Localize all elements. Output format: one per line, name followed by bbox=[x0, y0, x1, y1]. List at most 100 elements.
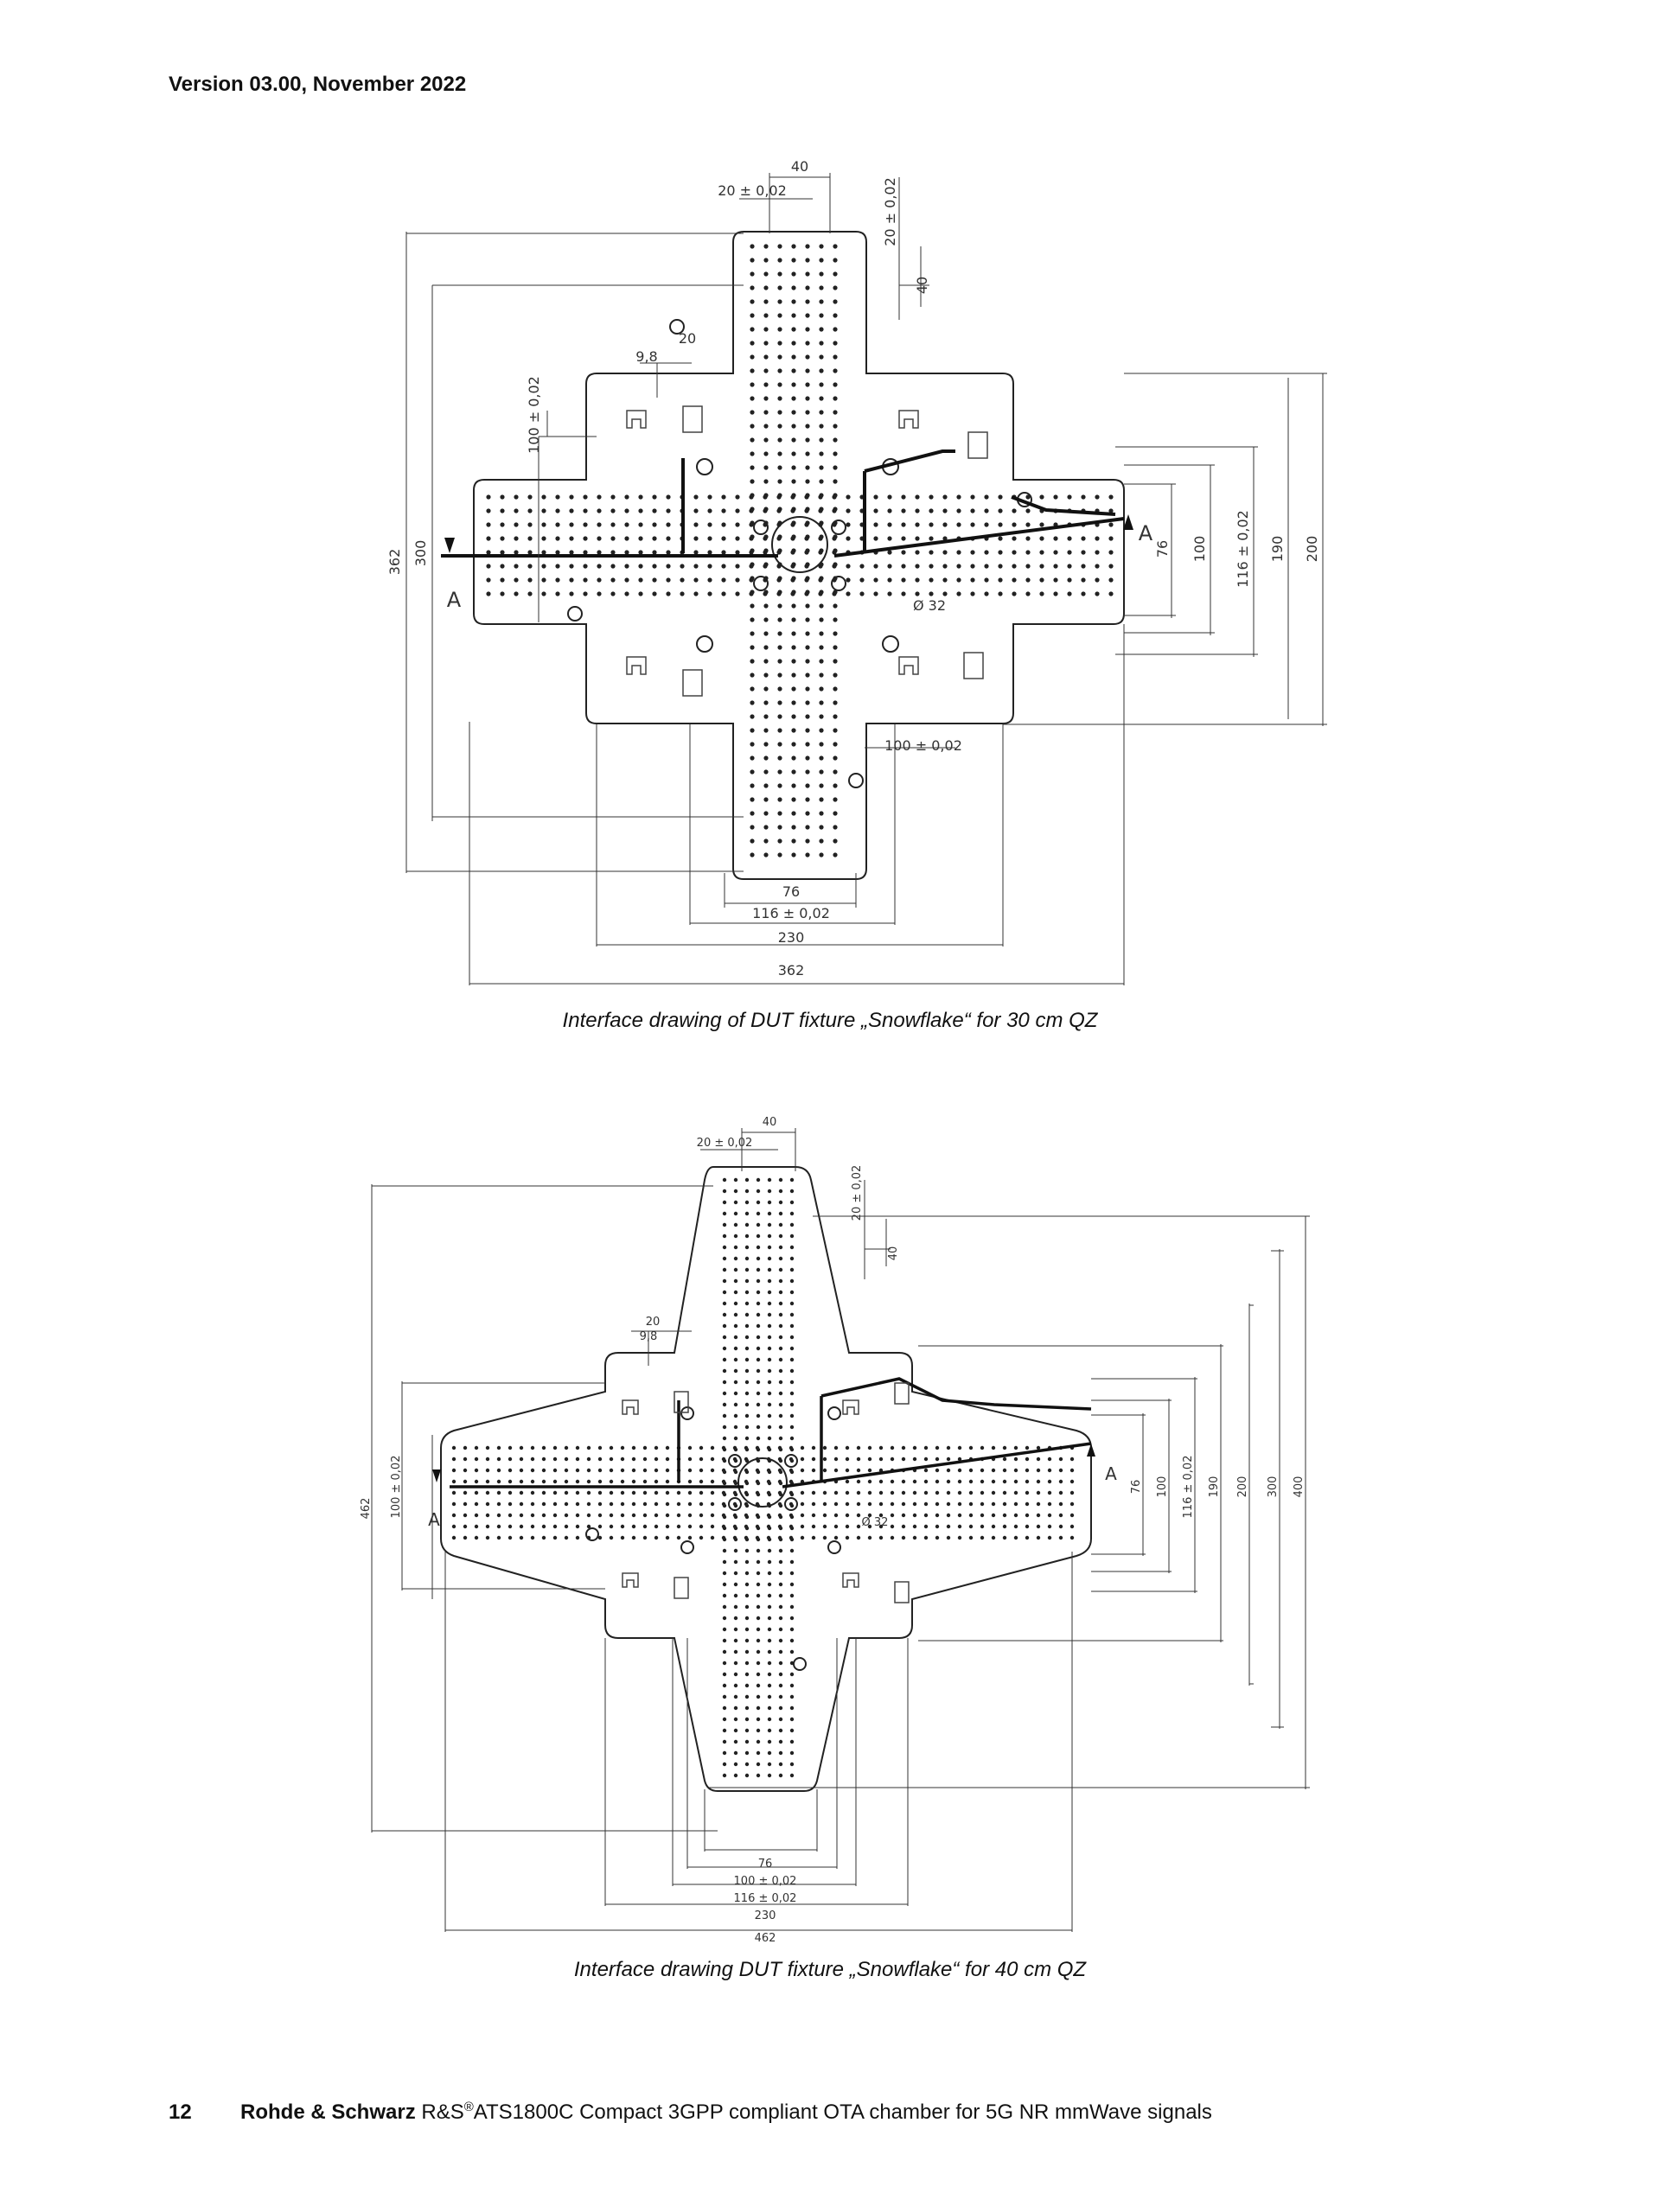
fixture-hole bbox=[519, 1535, 524, 1540]
fixture-hole bbox=[583, 564, 588, 569]
fixture-hole bbox=[789, 1649, 795, 1654]
fixture-hole bbox=[763, 825, 769, 830]
fixture-hole bbox=[555, 564, 560, 569]
fixture-hole bbox=[819, 769, 824, 775]
fixture-hole bbox=[756, 1312, 761, 1317]
fixture-hole bbox=[777, 714, 782, 719]
fixture-hole bbox=[791, 769, 796, 775]
page-number: 12 bbox=[169, 2100, 192, 2124]
fixture-hole bbox=[722, 1335, 727, 1340]
fixture-hole bbox=[451, 1468, 456, 1473]
fixture-hole bbox=[500, 591, 505, 596]
fixture-hole bbox=[763, 382, 769, 387]
fixture-hole bbox=[666, 508, 671, 513]
fixture-hole bbox=[620, 1468, 625, 1473]
fixture-hole bbox=[833, 327, 838, 332]
fixture-hole bbox=[778, 1728, 783, 1733]
fixture-hole bbox=[597, 1445, 603, 1450]
fixture-hole bbox=[1036, 1513, 1041, 1518]
fixture-hole bbox=[929, 536, 934, 541]
fixture-hole bbox=[750, 811, 755, 816]
fixture-hole bbox=[609, 1524, 614, 1529]
fixture-hole bbox=[586, 1445, 591, 1450]
fixture-hole bbox=[819, 686, 824, 692]
fixture-hole bbox=[620, 1445, 625, 1450]
fixture-hole bbox=[767, 1335, 772, 1340]
fixture-hole bbox=[530, 1490, 535, 1495]
dim-right-116-40cm: 116 ± 0,02 bbox=[1182, 1456, 1195, 1519]
fixture-hole bbox=[750, 396, 755, 401]
fixture-hole bbox=[638, 591, 643, 596]
fixture-hole bbox=[859, 577, 865, 583]
fixture-hole bbox=[552, 1479, 558, 1484]
fixture-hole bbox=[767, 1267, 772, 1272]
fixture-hole bbox=[901, 1479, 906, 1484]
fixture-hole bbox=[763, 465, 769, 470]
fixture-hole bbox=[750, 354, 755, 360]
fixture-hole bbox=[968, 1535, 974, 1540]
fixture-hole bbox=[624, 550, 629, 555]
fixture-hole bbox=[665, 1490, 670, 1495]
fixture-hole bbox=[541, 564, 546, 569]
fixture-hole bbox=[756, 1256, 761, 1261]
fixture-hole bbox=[957, 1457, 962, 1462]
fixture-hole bbox=[767, 1750, 772, 1756]
fixture-hole bbox=[890, 1501, 895, 1507]
fixture-hole bbox=[822, 1468, 827, 1473]
fixture-hole bbox=[750, 838, 755, 844]
fixture-hole bbox=[555, 494, 560, 500]
fixture-hole bbox=[912, 1490, 917, 1495]
fixture-hole bbox=[923, 1479, 929, 1484]
fixture-hole bbox=[586, 1468, 591, 1473]
fixture-hole bbox=[778, 1604, 783, 1610]
fixture-hole bbox=[610, 577, 616, 583]
fixture-hole bbox=[744, 1457, 749, 1462]
fixture-hole bbox=[586, 1524, 591, 1529]
fixture-hole bbox=[980, 1513, 985, 1518]
fixture-hole bbox=[856, 1535, 861, 1540]
fixture-hole bbox=[733, 1413, 738, 1418]
fixture-hole bbox=[744, 1728, 750, 1733]
fixture-hole bbox=[777, 603, 782, 609]
fixture-hole bbox=[1025, 591, 1031, 596]
fixture-hole bbox=[991, 1468, 996, 1473]
fixture-hole bbox=[564, 1513, 569, 1518]
fixture-hole bbox=[776, 550, 782, 555]
fixture-hole bbox=[819, 424, 824, 429]
fixture-hole bbox=[721, 577, 726, 583]
fixture-hole bbox=[756, 1290, 761, 1295]
fixture-hole bbox=[822, 1490, 827, 1495]
fixture-hole bbox=[527, 550, 533, 555]
fixture-hole bbox=[750, 797, 755, 802]
fixture-hole bbox=[789, 1346, 795, 1351]
fixture-hole bbox=[749, 577, 754, 583]
fixture-hole bbox=[699, 1457, 704, 1462]
fixture-hole bbox=[463, 1490, 468, 1495]
fixture-hole bbox=[687, 1468, 693, 1473]
fixture-hole bbox=[609, 1535, 614, 1540]
fixture-hole bbox=[777, 811, 782, 816]
fixture-hole bbox=[597, 1468, 603, 1473]
fixture-hole bbox=[778, 1211, 783, 1216]
fixture-hole bbox=[514, 550, 519, 555]
fixture-hole bbox=[680, 577, 685, 583]
fixture-hole bbox=[767, 1694, 772, 1699]
fixture-hole bbox=[638, 577, 643, 583]
fixture-hole bbox=[756, 1627, 761, 1632]
fixture-hole bbox=[733, 1571, 738, 1576]
fixture-hole bbox=[1067, 591, 1072, 596]
fixture-hole bbox=[767, 1649, 772, 1654]
fixture-hole bbox=[735, 550, 740, 555]
fixture-hole bbox=[1081, 494, 1086, 500]
fixture-hole bbox=[519, 1468, 524, 1473]
fixture-hole bbox=[733, 1222, 738, 1227]
fixture-hole bbox=[789, 1683, 795, 1688]
fixture-hole bbox=[541, 591, 546, 596]
fixture-hole bbox=[778, 1402, 783, 1407]
fixture-hole bbox=[946, 1468, 951, 1473]
fixture-hole bbox=[766, 1513, 771, 1518]
fixture-hole bbox=[756, 1391, 761, 1396]
fixture-hole bbox=[901, 1535, 906, 1540]
fixture-hole bbox=[819, 700, 824, 705]
fixture-hole bbox=[750, 410, 755, 415]
